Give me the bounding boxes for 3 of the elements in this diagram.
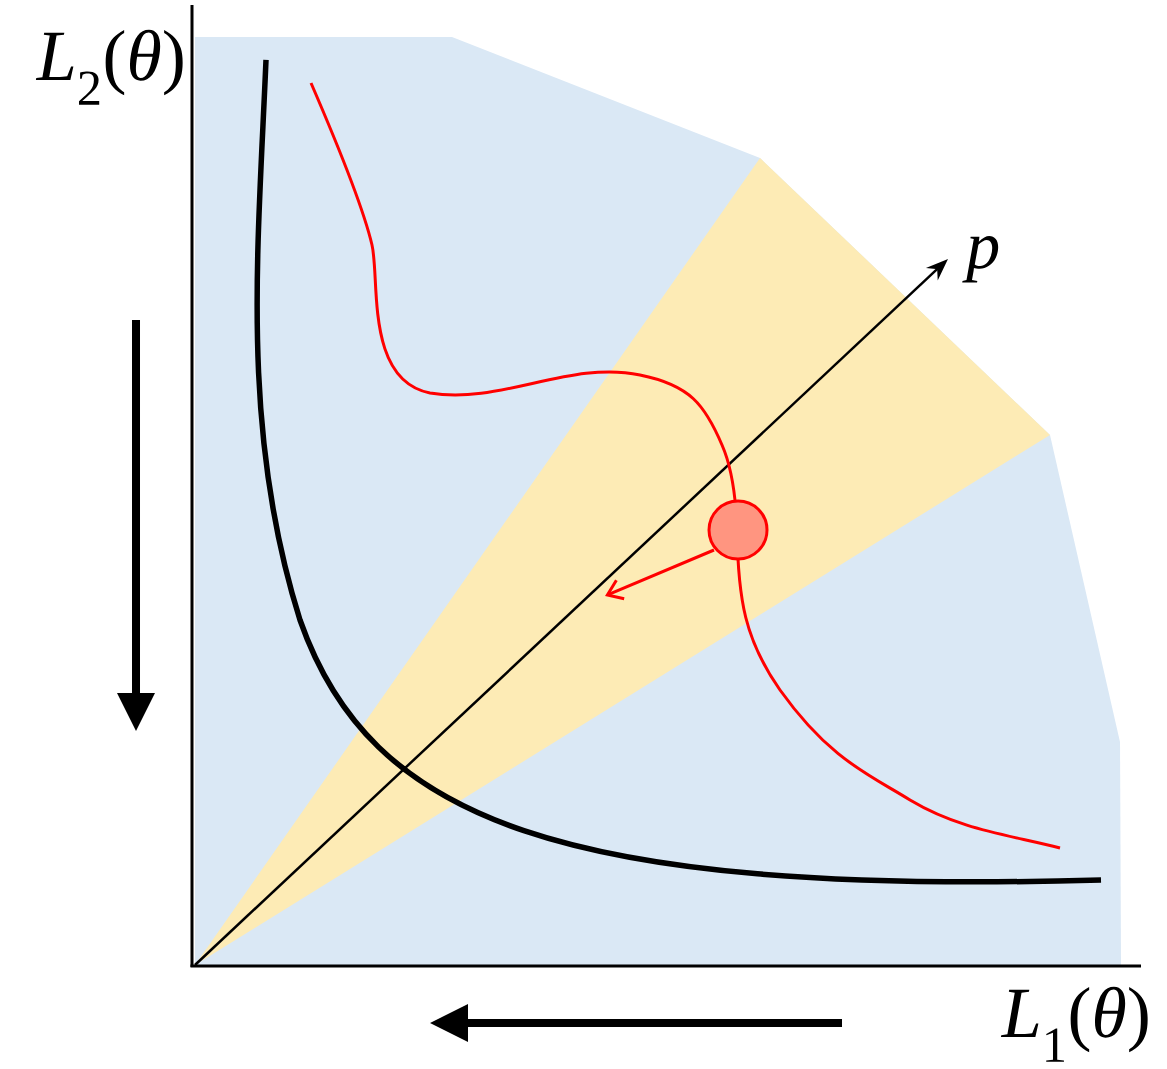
ray-label: p bbox=[962, 235, 999, 283]
axis-label: L$_{1}$(θ) bbox=[1000, 986, 1148, 1062]
axis-label: L$_{2}$(θ) bbox=[35, 29, 183, 105]
